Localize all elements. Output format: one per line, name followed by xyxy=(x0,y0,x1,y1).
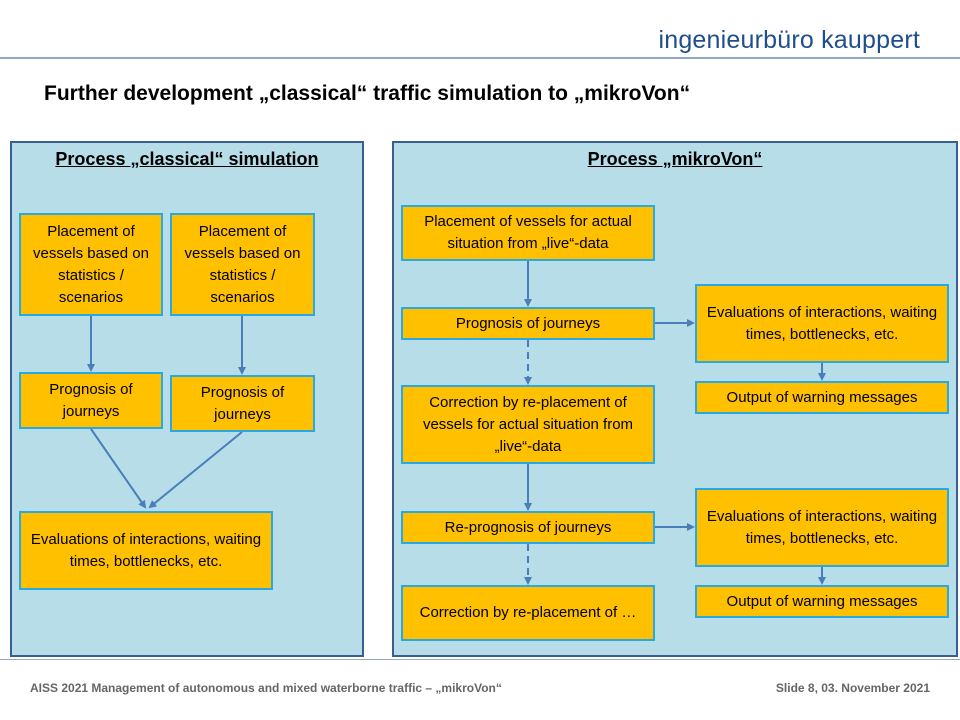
prognosis-box-1: Prognosis of journeys xyxy=(19,372,163,429)
header-divider xyxy=(0,57,960,59)
warning-messages-box-1: Output of warning messages xyxy=(695,381,949,414)
correction-next-box: Correction by re-placement of … xyxy=(401,585,655,641)
placement-statistics-box-1: Placement of vessels based on statistics… xyxy=(19,213,163,316)
prognosis-journeys-box: Prognosis of journeys xyxy=(401,307,655,340)
placement-statistics-box-2: Placement of vessels based on statistics… xyxy=(170,213,315,316)
prognosis-box-2: Prognosis of journeys xyxy=(170,375,315,432)
reprognosis-journeys-box: Re-prognosis of journeys xyxy=(401,511,655,544)
evaluation-box-1: Evaluations of interactions, waiting tim… xyxy=(695,284,949,363)
footer-event-text: AISS 2021 Management of autonomous and m… xyxy=(30,681,502,695)
classical-panel-title: Process „classical“ simulation xyxy=(55,149,319,169)
slide-title: Further development „classical“ traffic … xyxy=(44,82,691,105)
warning-messages-box-2: Output of warning messages xyxy=(695,585,949,618)
footer-slide-info: Slide 8, 03. November 2021 xyxy=(775,681,930,695)
evaluation-box-2: Evaluations of interactions, waiting tim… xyxy=(695,488,949,567)
placement-live-box: Placement of vessels for actual situatio… xyxy=(401,205,655,261)
classical-evaluation-box: Evaluations of interactions, waiting tim… xyxy=(19,511,273,590)
mikrovon-panel-title: Process „mikroVon“ xyxy=(587,149,763,169)
company-logo-text: ingenieurbüro kauppert xyxy=(658,26,920,54)
footer-divider xyxy=(0,659,960,660)
correction-live-box: Correction by re-placement of vessels fo… xyxy=(401,385,655,464)
